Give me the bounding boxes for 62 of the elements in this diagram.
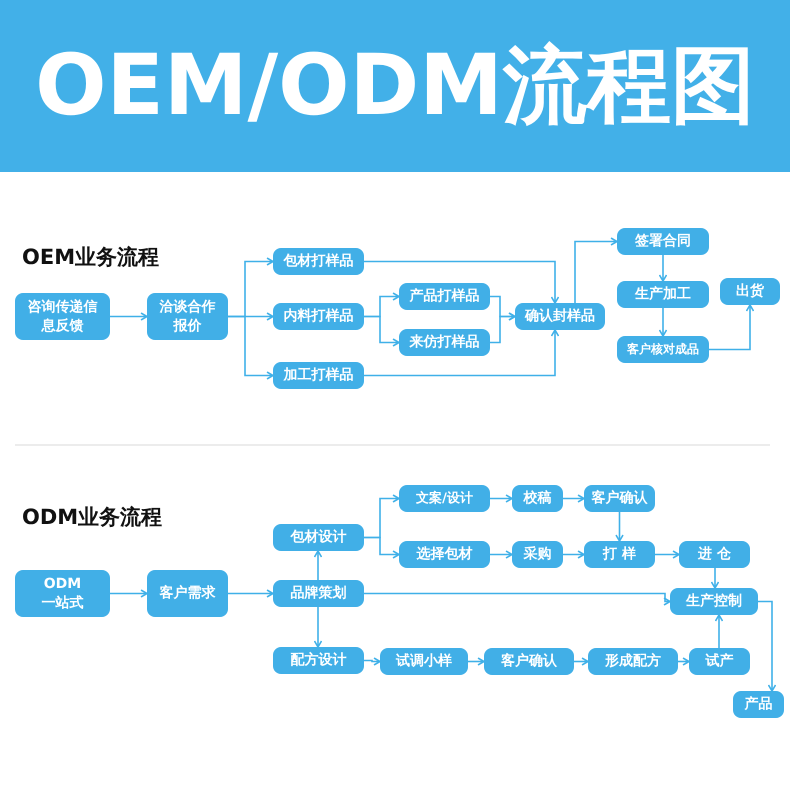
process-box: 签署合同 <box>617 228 709 255</box>
process-box: 确认封样品 <box>515 303 605 330</box>
arrow <box>228 316 274 380</box>
process-box: 产品打样品 <box>399 283 490 310</box>
process-box: 打 样 <box>584 541 655 568</box>
arrow <box>364 316 400 347</box>
arrow <box>468 657 485 666</box>
process-box: 咨询传递信息反馈 <box>15 293 110 340</box>
process-box: 配方设计 <box>273 647 364 674</box>
arrow <box>364 536 400 559</box>
process-box: 包材设计 <box>273 524 364 551</box>
arrow <box>658 308 668 337</box>
process-box: 洽谈合作报价 <box>147 293 228 340</box>
arrow <box>678 657 690 666</box>
arrow <box>655 550 680 559</box>
process-box: 产品 <box>733 691 784 718</box>
process-box: 出货 <box>720 278 780 305</box>
arrow <box>314 607 322 648</box>
process-box: 品牌策划 <box>273 580 364 607</box>
process-box: 试产 <box>689 648 750 675</box>
arrow <box>615 512 624 542</box>
arrow <box>228 589 274 598</box>
arrow <box>709 304 754 350</box>
process-box: 生产控制 <box>670 588 758 615</box>
process-box: 试调小样 <box>380 648 468 675</box>
arrow <box>490 550 513 559</box>
arrow <box>758 600 776 692</box>
process-box: 客户需求 <box>147 570 228 617</box>
process-box: 加工打样品 <box>273 362 364 389</box>
arrow <box>364 657 381 666</box>
arrow <box>714 614 724 648</box>
process-box: 生产加工 <box>617 281 709 308</box>
arrow <box>110 589 148 598</box>
process-box: 客户核对成品 <box>617 336 709 363</box>
arrow <box>490 312 516 344</box>
arrow <box>574 657 589 666</box>
process-box: 形成配方 <box>588 648 678 675</box>
process-box: 选择包材 <box>399 541 490 568</box>
process-box: 内料打样品 <box>273 303 364 330</box>
section-heading: ODM业务流程 <box>22 504 162 531</box>
arrow <box>364 592 671 606</box>
process-box: 包材打样品 <box>273 248 364 275</box>
section-heading: OEM业务流程 <box>22 244 160 271</box>
arrow <box>563 494 585 503</box>
process-box: 采购 <box>512 541 563 568</box>
arrow <box>110 312 148 321</box>
process-box: 客户确认 <box>584 485 655 512</box>
arrow <box>314 550 322 580</box>
arrow <box>710 568 720 589</box>
title-banner: OEM/ODM流程图 <box>0 0 790 172</box>
process-box: 校稿 <box>512 485 563 512</box>
arrow <box>563 550 585 559</box>
arrow <box>364 329 560 376</box>
process-box: ODM 一站式 <box>15 570 110 617</box>
process-box: 客户确认 <box>484 648 574 675</box>
arrow <box>490 494 513 503</box>
process-box: 文案/设计 <box>399 485 490 512</box>
process-box: 进 仓 <box>679 541 750 568</box>
arrow <box>364 260 560 304</box>
arrow <box>574 237 618 303</box>
process-box: 来仿打样品 <box>399 329 490 356</box>
arrow <box>658 255 668 282</box>
